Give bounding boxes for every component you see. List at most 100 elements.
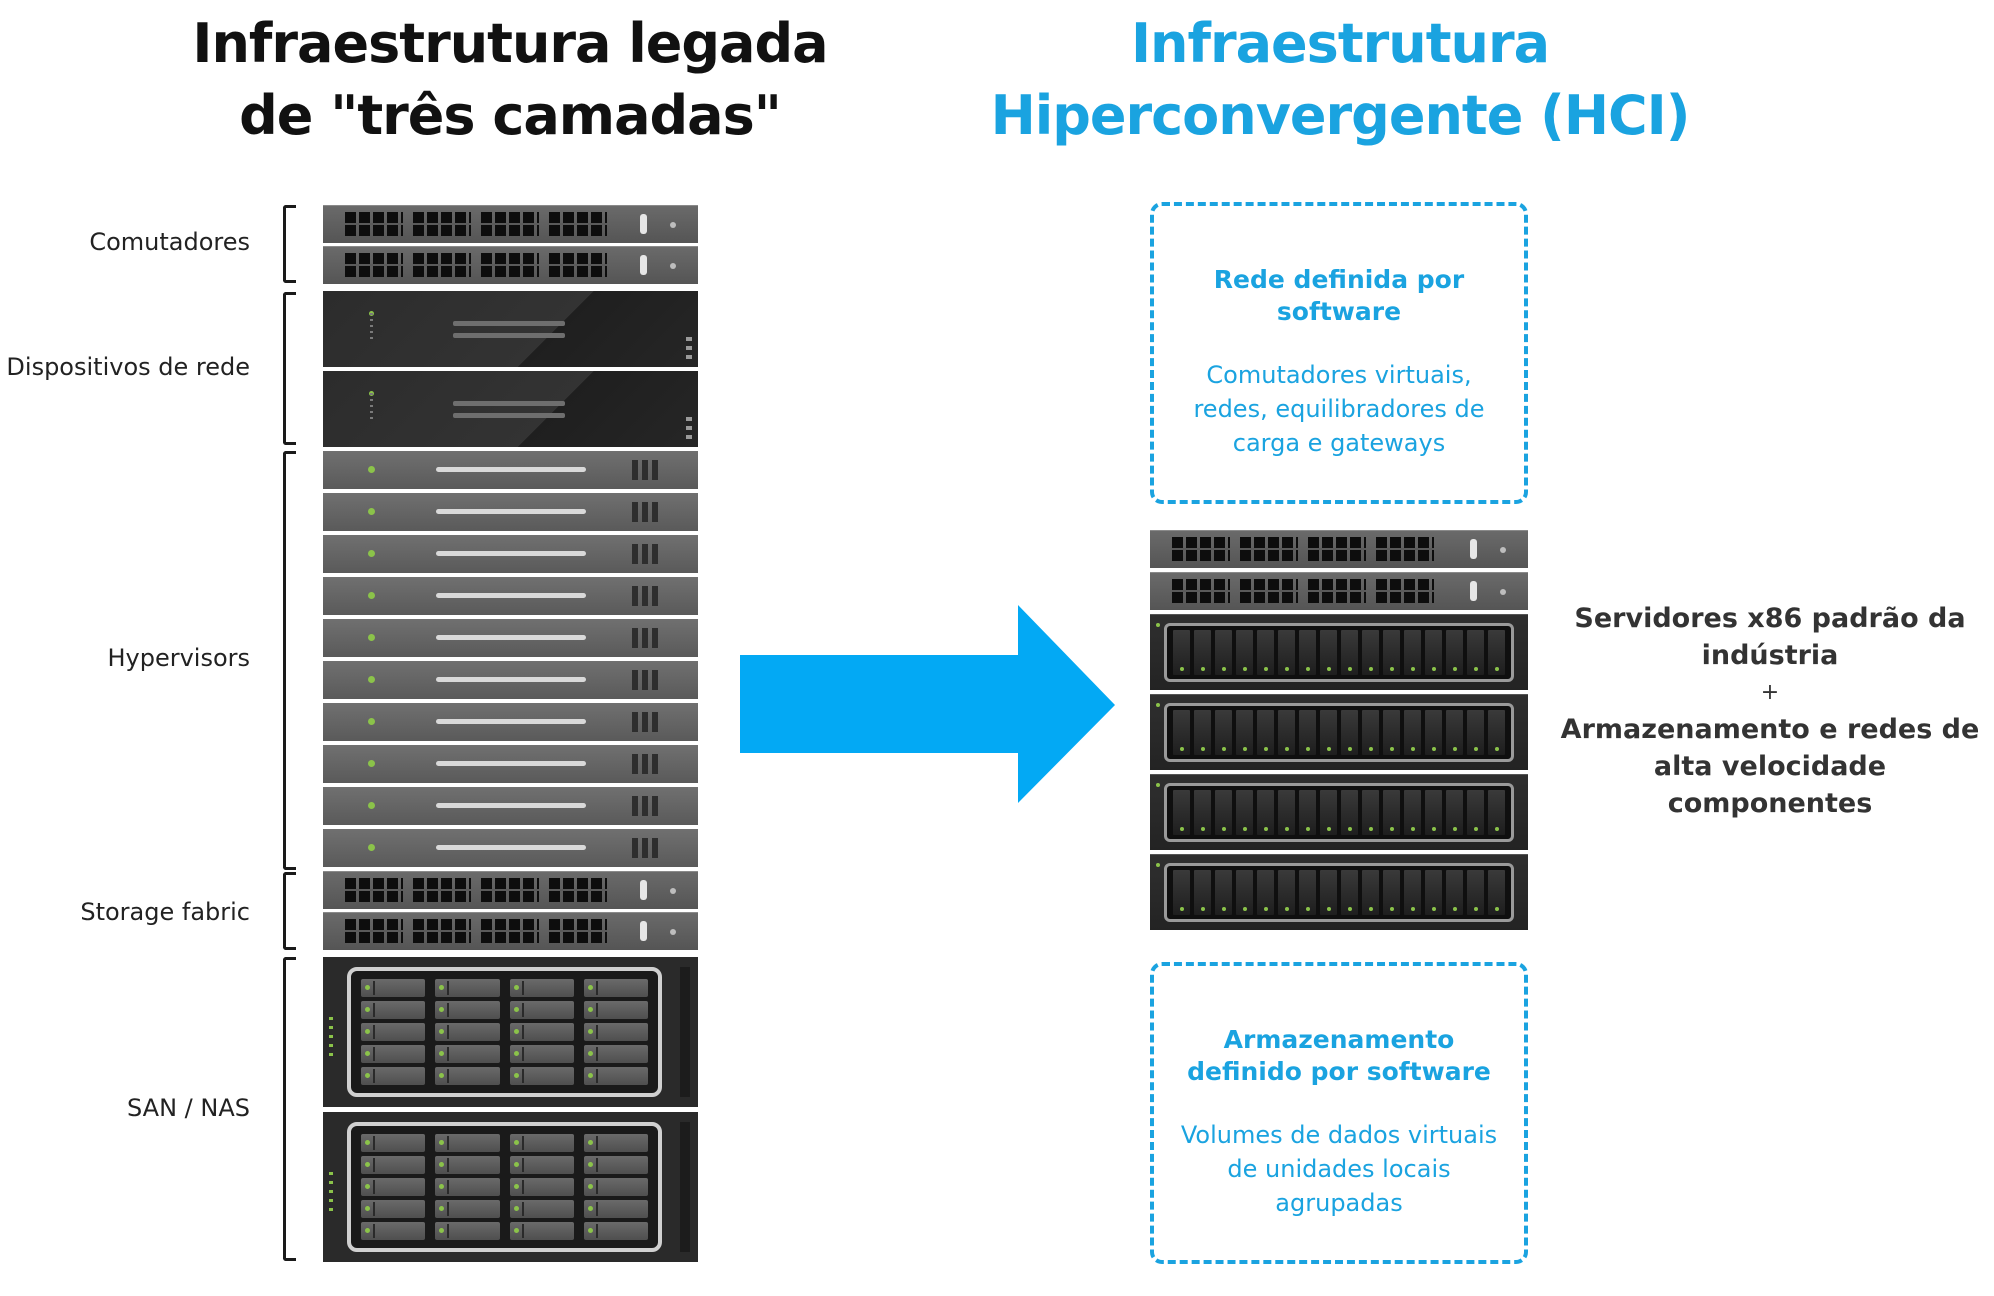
switch-unit-icon xyxy=(1150,530,1528,568)
drive-slot xyxy=(1320,870,1337,915)
server-unit-icon xyxy=(323,661,698,699)
switch-status-dot xyxy=(670,888,676,894)
drive-bay xyxy=(435,1222,500,1240)
drive-bay xyxy=(435,1045,500,1063)
drive-bay xyxy=(361,1156,426,1174)
vent-grille xyxy=(632,502,662,522)
drive-bay xyxy=(509,1067,574,1085)
switch-status-pill xyxy=(640,880,647,900)
label-hypervisors: Hypervisors xyxy=(107,644,250,672)
drive-bay-frame xyxy=(1164,623,1514,682)
drive-slot xyxy=(1404,790,1421,835)
port-group xyxy=(1172,579,1434,603)
software-defined-network-box: Rede definida por software Comutadores v… xyxy=(1150,202,1528,504)
server-unit-icon xyxy=(323,493,698,531)
drive-bay xyxy=(361,1045,426,1063)
side-rail xyxy=(680,967,690,1097)
status-led xyxy=(368,592,375,599)
bracket-storage-fabric xyxy=(283,872,296,950)
bracket-hypervisors xyxy=(283,451,296,870)
vent-grille xyxy=(632,796,662,816)
drive-bay xyxy=(583,1178,648,1196)
switch-status-pill xyxy=(1470,539,1477,559)
drive-slot xyxy=(1341,710,1358,755)
drive-slot xyxy=(1341,630,1358,675)
legacy-rack xyxy=(323,205,698,1262)
front-bar xyxy=(453,333,565,338)
port-block xyxy=(1308,579,1366,603)
drive-bay xyxy=(361,1001,426,1019)
status-led xyxy=(368,760,375,767)
drive-bay xyxy=(583,1156,648,1174)
bracket-switches xyxy=(283,205,296,283)
front-bar xyxy=(436,593,586,598)
drive-bay xyxy=(509,1001,574,1019)
port-group xyxy=(345,253,607,277)
vent-grille xyxy=(632,838,662,858)
status-led xyxy=(368,550,375,557)
switch-status-dot xyxy=(1500,547,1506,553)
port-block xyxy=(345,878,403,902)
drive-slot xyxy=(1194,710,1211,755)
switch-unit-icon xyxy=(1150,572,1528,610)
switch-unit-icon xyxy=(323,205,698,243)
switch-status-pill xyxy=(1470,581,1477,601)
drive-slot xyxy=(1236,870,1253,915)
port-block xyxy=(413,878,471,902)
front-bar xyxy=(453,321,565,326)
hci-components-text: Servidores x86 padrão da indústria + Arm… xyxy=(1560,600,1980,822)
drive-slot xyxy=(1320,790,1337,835)
drive-bay-frame xyxy=(1164,703,1514,762)
drive-bay-frame xyxy=(1164,863,1514,922)
port-group xyxy=(345,919,607,943)
drive-slot xyxy=(1404,870,1421,915)
drive-slot xyxy=(1173,710,1190,755)
status-led xyxy=(368,802,375,809)
drive-bay xyxy=(361,1067,426,1085)
software-defined-storage-box: Armazenamento definido por software Volu… xyxy=(1150,962,1528,1264)
hci-title-line1: Infraestrutura xyxy=(1130,12,1550,75)
server-unit-icon xyxy=(323,577,698,615)
storage-array-icon xyxy=(323,1112,698,1262)
front-bar xyxy=(436,467,586,472)
label-switches: Comutadores xyxy=(89,228,250,256)
label-san-nas: SAN / NAS xyxy=(127,1094,250,1122)
server-unit-icon xyxy=(323,451,698,489)
drive-bay xyxy=(509,1045,574,1063)
drive-slot xyxy=(1173,630,1190,675)
sdn-title: Rede definida por software xyxy=(1213,265,1465,326)
drive-slot xyxy=(1362,790,1379,835)
drive-slot xyxy=(1383,790,1400,835)
server-unit-icon xyxy=(323,535,698,573)
front-bar xyxy=(436,803,586,808)
drive-bay xyxy=(509,1156,574,1174)
status-led xyxy=(368,634,375,641)
drive-slot xyxy=(1299,710,1316,755)
port-block xyxy=(481,919,539,943)
port-block xyxy=(549,878,607,902)
hci-server-stack xyxy=(1150,530,1528,932)
status-led xyxy=(368,844,375,851)
drive-slot xyxy=(1383,870,1400,915)
storage-array-icon xyxy=(323,957,698,1107)
drive-slot xyxy=(1383,710,1400,755)
drive-slot xyxy=(1278,790,1295,835)
drive-slot xyxy=(1341,870,1358,915)
front-bar xyxy=(453,413,565,418)
switch-status-dot xyxy=(1500,589,1506,595)
drive-slot xyxy=(1446,710,1463,755)
drive-slot xyxy=(1488,870,1505,915)
port-block xyxy=(1172,537,1230,561)
sdn-description: Comutadores virtuais, redes, equilibrado… xyxy=(1193,361,1485,457)
drive-bay xyxy=(435,1023,500,1041)
drive-bay-frame xyxy=(1164,783,1514,842)
vent-grille xyxy=(632,712,662,732)
drive-slot xyxy=(1299,630,1316,675)
hci-node-icon xyxy=(1150,854,1528,930)
hci-node-icon xyxy=(1150,614,1528,690)
server-unit-icon xyxy=(323,745,698,783)
drive-slot xyxy=(1257,790,1274,835)
drive-enclosure xyxy=(347,1122,662,1252)
switch-status-pill xyxy=(640,921,647,941)
front-bar xyxy=(436,635,586,640)
